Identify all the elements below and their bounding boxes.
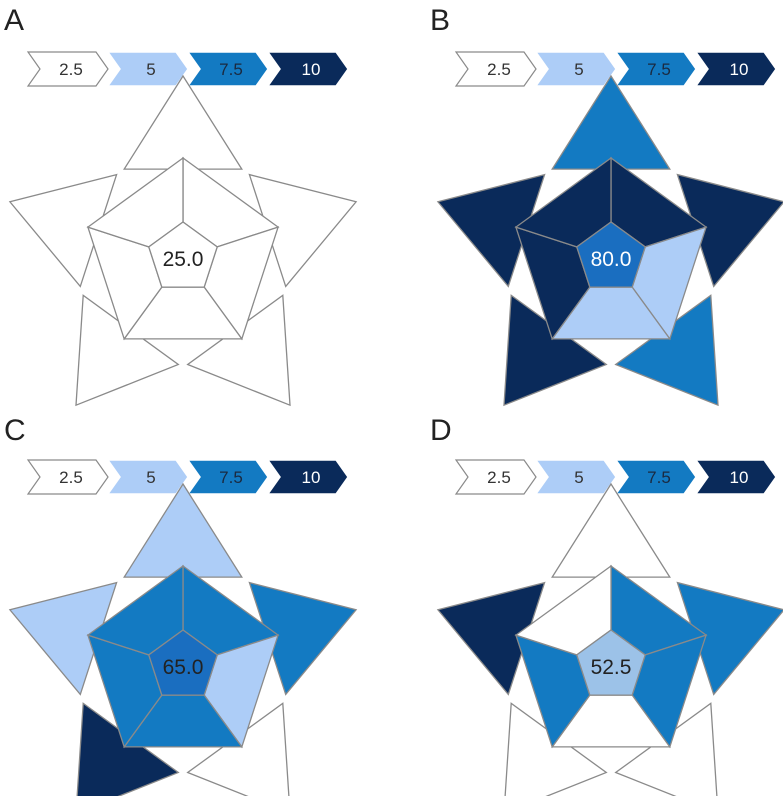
legend-chevron	[186, 51, 269, 87]
legend-label: 5	[146, 468, 155, 487]
legend-label: 5	[574, 60, 583, 79]
legend-label: 2.5	[487, 60, 511, 79]
panel-d: D 2.5 5 7.5 10 52.5	[430, 414, 783, 796]
panel-c: C 2.5 5 7.5 10 65.0	[4, 414, 358, 796]
legend-label: 10	[730, 60, 749, 79]
legend-label: 10	[302, 60, 321, 79]
panel-letter: B	[430, 4, 450, 37]
legend-chevron	[694, 459, 777, 495]
center-pentagon	[576, 221, 646, 288]
legend-label: 7.5	[219, 468, 243, 487]
legend-chevron	[26, 459, 109, 495]
star-point-segment	[551, 482, 671, 578]
legend-chevron	[694, 51, 777, 87]
star: 80.0	[436, 74, 783, 407]
legend-chevron	[266, 459, 349, 495]
legend-label: 2.5	[487, 468, 511, 487]
legend-chevron	[266, 51, 349, 87]
star-point-segment	[123, 74, 243, 170]
star: 25.0	[8, 74, 358, 407]
legend-label: 2.5	[59, 60, 83, 79]
legend-label: 2.5	[59, 468, 83, 487]
legend-chevron	[454, 459, 537, 495]
center-score: 25.0	[163, 248, 204, 271]
legend-chevron	[614, 459, 697, 495]
legend-label: 10	[302, 468, 321, 487]
legend-label: 7.5	[647, 60, 671, 79]
panel-letter: D	[430, 414, 452, 447]
center-pentagon	[148, 629, 218, 696]
center-score: 52.5	[591, 656, 632, 679]
panel-b: B 2.5 5 7.5 10 80.0	[430, 4, 783, 407]
panel-letter: C	[4, 414, 26, 447]
panel-a: A 2.5 5 7.5 10 25.0	[4, 4, 358, 407]
legend-chevron	[186, 459, 269, 495]
legend-label: 10	[730, 468, 749, 487]
legend-chevron	[26, 51, 109, 87]
star-point-segment	[551, 74, 671, 170]
legend-label: 5	[574, 468, 583, 487]
legend-label: 7.5	[219, 60, 243, 79]
star: 65.0	[8, 482, 358, 796]
star-point-segment	[123, 482, 243, 578]
legend-label: 7.5	[647, 468, 671, 487]
center-score: 80.0	[591, 248, 632, 271]
panel-letter: A	[4, 4, 24, 37]
legend-scale: 2.5 5 7.5 10	[26, 51, 349, 87]
legend-scale: 2.5 5 7.5 10	[454, 51, 777, 87]
legend-chevron	[454, 51, 537, 87]
legend-scale: 2.5 5 7.5 10	[26, 459, 349, 495]
legend-scale: 2.5 5 7.5 10	[454, 459, 777, 495]
center-score: 65.0	[163, 656, 204, 679]
center-pentagon	[576, 629, 646, 696]
legend-label: 5	[146, 60, 155, 79]
center-pentagon	[148, 221, 218, 288]
legend-chevron	[614, 51, 697, 87]
star: 52.5	[436, 482, 783, 796]
